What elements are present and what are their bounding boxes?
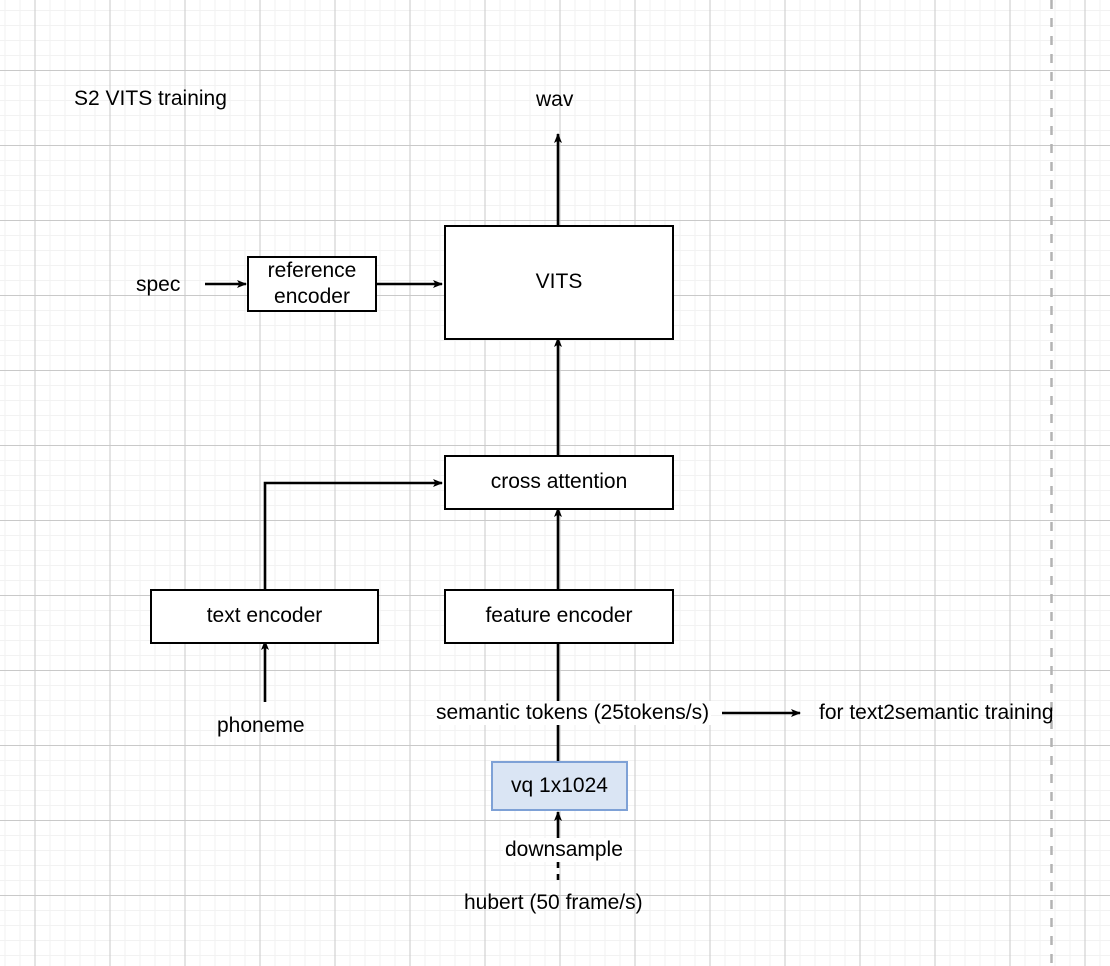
label-spec: spec [136,273,181,296]
label-semantic-tokens: semantic tokens (25tokens/s) [434,701,712,725]
label-wav: wav [536,88,574,111]
node-reference-encoder-label-line1: reference [267,258,357,282]
node-feature-encoder[interactable]: feature encoder [444,589,674,644]
node-text-encoder-label: text encoder [206,604,323,628]
label-hubert: hubert (50 frame/s) [464,891,643,914]
diagram-title: S2 VITS training [74,87,227,110]
node-reference-encoder[interactable]: reference encoder [247,256,377,312]
node-reference-encoder-label-line2: encoder [274,285,350,308]
node-vits[interactable]: VITS [444,225,674,340]
node-vq[interactable]: vq 1x1024 [491,761,628,811]
node-feature-encoder-label: feature encoder [485,604,633,628]
label-for-text2semantic-training: for text2semantic training [819,701,1054,724]
node-vits-label: VITS [535,270,583,294]
label-phoneme: phoneme [217,714,305,737]
node-cross-attention[interactable]: cross attention [444,455,674,510]
node-cross-attention-label: cross attention [490,470,628,494]
edge-text-encoder-to-cross-attention [263,479,443,589]
node-text-encoder[interactable]: text encoder [150,589,379,644]
label-downsample: downsample [503,838,625,862]
node-vq-label: vq 1x1024 [511,773,608,797]
